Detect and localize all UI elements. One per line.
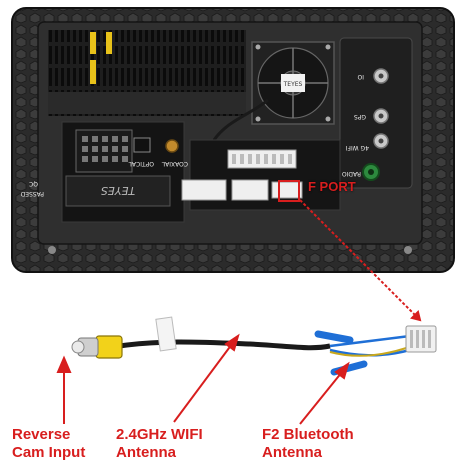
wifi-port-label: 4G WIFI	[345, 144, 369, 151]
qc-label: QC	[29, 180, 38, 187]
cooling-fan: TEYES	[251, 41, 335, 125]
passed-label: PASSED	[20, 190, 44, 197]
head-unit: TEYES IO GPS 4G WIFI RADIO	[11, 7, 455, 273]
brand-label: TEYES	[101, 184, 135, 197]
fan-brand-label: TEYES	[283, 81, 303, 88]
antenna-module: IO GPS 4G WIFI RADIO	[339, 37, 413, 189]
optical-port	[133, 137, 151, 153]
bt-antenna-label: F2 Bluetooth Antenna	[262, 426, 354, 462]
wifi-antenna-line1: 2.4GHz WIFI	[116, 426, 203, 443]
wifi-antenna-label: 2.4GHz WIFI Antenna	[116, 426, 203, 462]
rca-connector	[95, 335, 123, 359]
f-port-connector	[271, 181, 303, 199]
coaxial-label: COAXIAL	[161, 160, 188, 167]
wifi-antenna-line2: Antenna	[116, 444, 176, 461]
f-port-highlight	[278, 180, 300, 202]
annotation-arrows	[56, 199, 422, 425]
radio-label: RADIO	[342, 170, 361, 177]
reverse-cam-label: Reverse Cam Input	[12, 426, 85, 462]
io-label: IO	[357, 73, 364, 80]
reverse-cam-line2: Cam Input	[12, 444, 86, 461]
gps-label: GPS	[354, 113, 366, 120]
wifi-antenna-lead	[314, 330, 354, 344]
bt-antenna-line2: Antenna	[262, 444, 322, 461]
harness-bay	[181, 139, 341, 211]
cable-assembly	[71, 316, 437, 376]
reverse-cam-line1: Reverse	[12, 426, 71, 443]
optical-label: OPTICAL	[128, 160, 154, 167]
bt-antenna-line1: F2 Bluetooth	[262, 426, 354, 443]
coaxial-port	[165, 139, 179, 153]
f-port-label: F PORT	[308, 179, 356, 194]
left-connector-bay: TEYES QC PASSED OPTICAL COAXIAL	[20, 121, 188, 223]
